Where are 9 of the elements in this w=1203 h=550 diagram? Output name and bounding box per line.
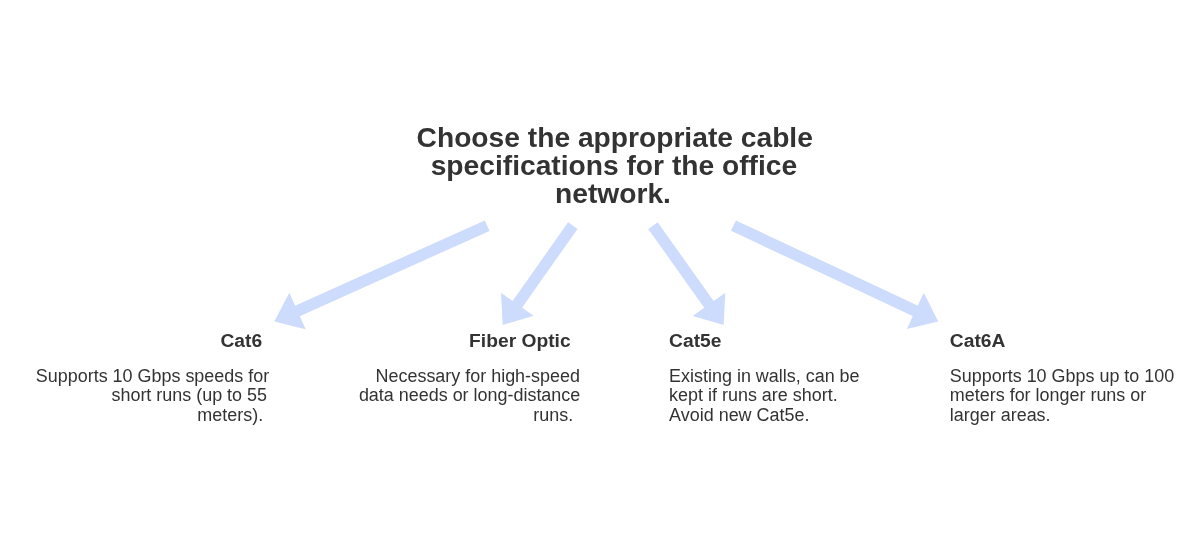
node-text: Choose the appropriate cable specifications for the office network. (416, 120, 813, 209)
node-text: Cat6 Supports 10 Gbps speeds for short runs (up to 55 meters). (35, 329, 270, 425)
arrow (501, 221, 578, 325)
node-text: Fiber Optic Necessary for high-speed data needs or long-distance runs. (358, 329, 581, 425)
arrow (731, 219, 939, 329)
node-text: Cat6A Supports 10 Gbps up to 100 meters for longer runs or larger areas. (949, 329, 1175, 425)
arrow (274, 219, 490, 329)
node-text: Cat5e Existing in walls, can be kept if runs are short. Avoid new Cat5e. (669, 329, 860, 425)
arrow (648, 221, 726, 325)
